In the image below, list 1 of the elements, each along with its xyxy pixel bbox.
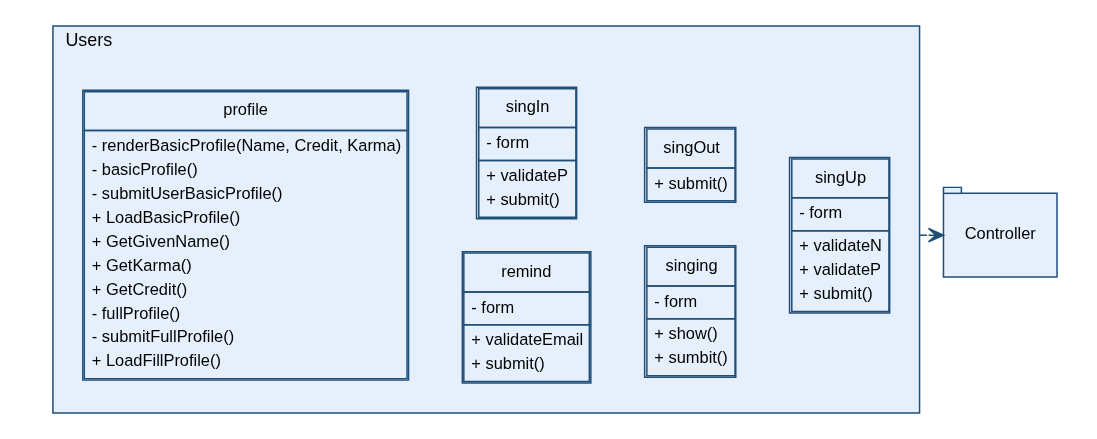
arrow <box>918 227 944 243</box>
